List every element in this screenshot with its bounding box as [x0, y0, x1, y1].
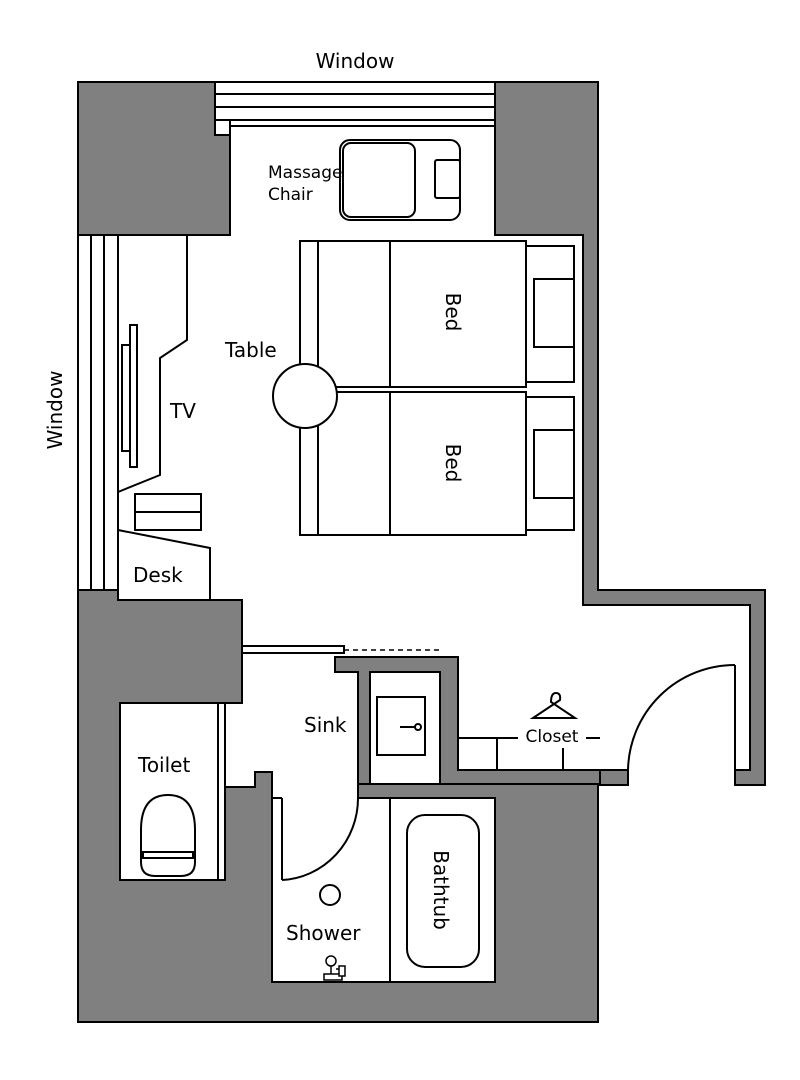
label-window-top: Window [316, 49, 395, 73]
sink [376, 696, 426, 756]
bed-upper [299, 240, 575, 388]
toilet-partition [217, 703, 226, 881]
wall-lower [77, 589, 629, 1023]
bed-lower [299, 391, 575, 536]
wall-top-left [77, 81, 231, 236]
window-left [77, 234, 119, 591]
walls [77, 81, 766, 1023]
bathtub [406, 814, 480, 968]
label-massage-chair-2: Chair [268, 185, 313, 205]
entrance-door [627, 664, 736, 771]
label-desk: Desk [133, 563, 183, 587]
shower-head [319, 884, 341, 906]
massage-chair [339, 139, 461, 221]
label-tv: TV [169, 399, 196, 423]
toilet [140, 793, 196, 877]
faucet-icon [323, 955, 346, 981]
label-bed-upper: Bed [441, 293, 465, 332]
sliding-door [241, 645, 440, 654]
desk [117, 493, 211, 601]
bathroom-door [272, 797, 360, 881]
label-sink: Sink [304, 713, 347, 737]
label-table: Table [224, 338, 277, 362]
label-toilet: Toilet [137, 753, 190, 777]
label-bed-lower: Bed [441, 444, 465, 483]
window-top [214, 81, 496, 135]
table [272, 363, 338, 429]
label-closet: Closet [526, 727, 579, 747]
label-massage-chair-1: Massage [268, 163, 342, 183]
hanger-icon [529, 691, 579, 719]
tv-console [117, 234, 188, 493]
label-bathtub: Bathtub [429, 850, 453, 930]
label-shower: Shower [286, 921, 361, 945]
wall-closet [334, 656, 601, 785]
label-window-left: Window [43, 371, 67, 450]
